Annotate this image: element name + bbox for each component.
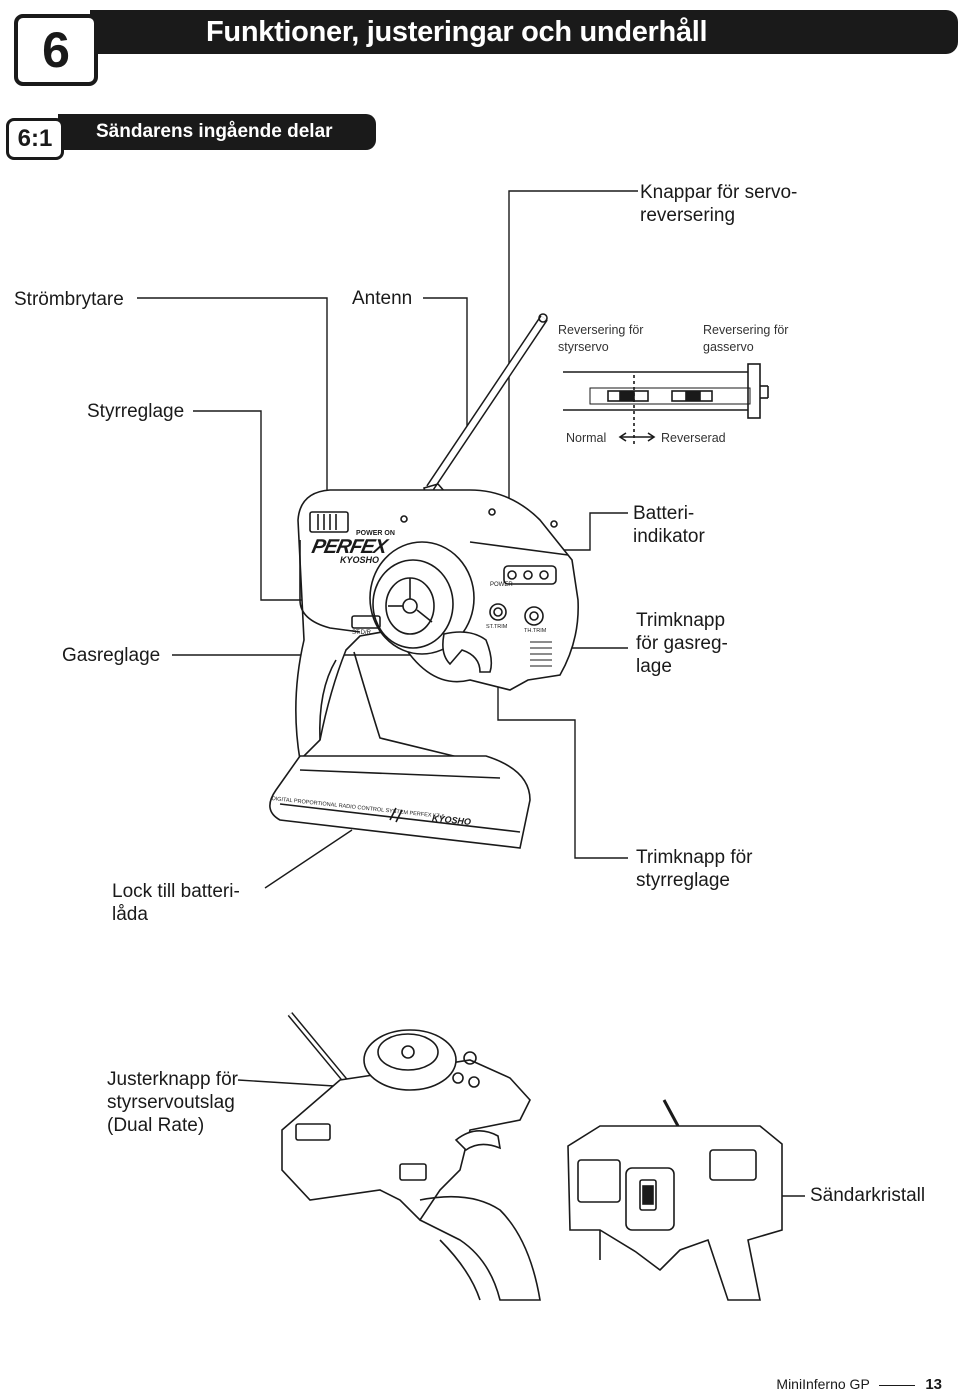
label-reversed: Reverserad	[661, 431, 726, 445]
th-trim-label: TH.TRIM	[524, 628, 547, 634]
chapter-bar	[90, 10, 958, 54]
leader-lines	[137, 190, 805, 1197]
label-servo-reverse-buttons: Knappar för servo- reversering	[640, 182, 798, 226]
footer-title: MiniInferno GP	[776, 1376, 870, 1392]
label-antenna: Antenn	[352, 288, 413, 309]
label-battery-lock: Lock till batteri- låda	[112, 881, 240, 925]
antenna	[423, 313, 548, 512]
label-throttle-reverse: Reversering för gasservo	[703, 323, 789, 354]
transmitter-body	[269, 489, 579, 849]
st-dr-label: ST.D/R	[352, 630, 372, 636]
label-throttle-trim: Trimknapp för gasreg- lage	[636, 610, 728, 677]
st-trim-label: ST.TRIM	[486, 624, 508, 630]
label-throttle-trigger: Gasreglage	[62, 645, 161, 666]
power-on-label: POWER ON	[356, 530, 395, 537]
label-battery-indicator: Batteri- indikator	[633, 503, 705, 547]
label-normal: Normal	[566, 431, 607, 445]
footer-rule	[879, 1384, 916, 1386]
label-steering-wheel: Styrreglage	[87, 401, 185, 422]
label-dual-rate: Justerknapp för styrservoutslag (Dual Ra…	[107, 1069, 238, 1136]
label-crystal: Sändarkristall	[810, 1185, 926, 1206]
page-number: 13	[925, 1376, 942, 1393]
section-bar	[58, 114, 376, 150]
power-label: POWER	[490, 582, 513, 588]
label-steering-reverse: Reversering för styrservo	[558, 323, 644, 354]
rear-view-illustration	[567, 1099, 783, 1301]
chapter-number: 6	[14, 14, 98, 86]
section-number: 6:1	[6, 118, 64, 160]
side-view-illustration	[281, 1012, 541, 1301]
chapter-title: Funktioner, justeringar och underhåll	[206, 16, 708, 48]
page-footer: MiniInferno GP 13	[776, 1373, 942, 1396]
section-title: Sändarens ingående delar	[96, 121, 333, 142]
kyosho-logo-text: KYOSHO	[340, 555, 380, 565]
reverse-switch-detail	[563, 363, 769, 445]
label-steering-trim: Trimknapp för styrreglage	[636, 847, 753, 891]
label-power-switch: Strömbrytare	[14, 289, 124, 310]
